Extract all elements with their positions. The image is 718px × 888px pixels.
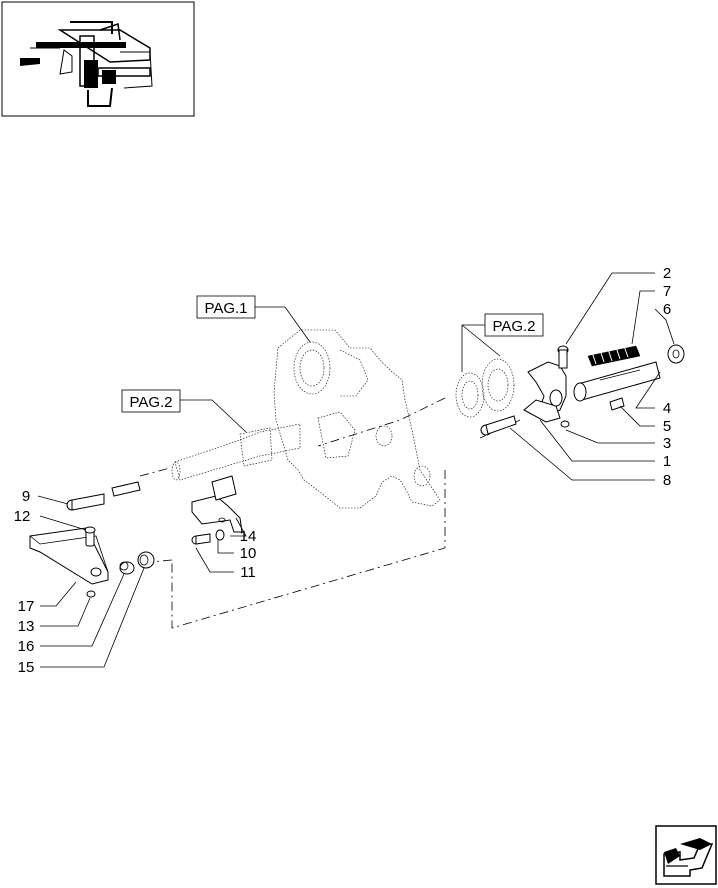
bracket-part-17	[29, 527, 109, 585]
callout-7: 7	[663, 283, 671, 300]
callout-11: 11	[240, 564, 256, 581]
plate-part-14	[191, 475, 243, 533]
callout-3: 3	[663, 435, 671, 452]
pin-part-9	[66, 481, 141, 511]
reference-box-pag2-gears: PAG.2	[484, 313, 544, 337]
callout-15: 15	[18, 659, 35, 676]
washer-part-3	[560, 420, 570, 428]
washer-part-6	[667, 344, 685, 364]
callout-8: 8	[663, 472, 671, 489]
gearbox-housing	[273, 329, 441, 509]
svg-text:PAG.2: PAG.2	[492, 318, 535, 335]
bolt-part-8	[480, 415, 517, 436]
callout-2: 2	[663, 265, 671, 282]
screw-part-12	[84, 526, 96, 547]
callout-17: 17	[18, 598, 35, 615]
bush-part-16	[119, 561, 135, 575]
reference-box-pag2-shaft: PAG.2	[121, 389, 181, 413]
callout-4: 4	[663, 400, 671, 417]
leader-lines	[37, 272, 675, 668]
callout-5: 5	[663, 418, 671, 435]
screw-part-2	[557, 345, 569, 369]
screw-part-11	[191, 533, 211, 545]
reference-box-pag1: PAG.1	[196, 295, 256, 319]
callout-10: 10	[240, 545, 257, 562]
shift-fork-part-1	[523, 361, 567, 423]
callout-6: 6	[663, 301, 671, 318]
callout-9: 9	[22, 488, 30, 505]
next-page-arrow-icon[interactable]	[655, 825, 717, 885]
callout-16: 16	[18, 638, 35, 655]
gear-pair	[455, 358, 515, 418]
callout-14: 14	[240, 528, 257, 545]
locator-thumbnail-icon[interactable]	[1, 1, 195, 117]
callout-12: 12	[14, 508, 31, 525]
callout-13: 13	[18, 618, 35, 635]
cap-part-15	[137, 551, 155, 569]
washer-part-13	[86, 590, 96, 598]
spring-part-7	[587, 345, 641, 367]
shaft-part-4	[573, 361, 661, 402]
washer-part-10	[215, 529, 225, 541]
input-shaft	[171, 423, 301, 481]
callout-1: 1	[663, 453, 671, 470]
svg-text:PAG.1: PAG.1	[204, 300, 247, 317]
svg-text:PAG.2: PAG.2	[129, 394, 172, 411]
